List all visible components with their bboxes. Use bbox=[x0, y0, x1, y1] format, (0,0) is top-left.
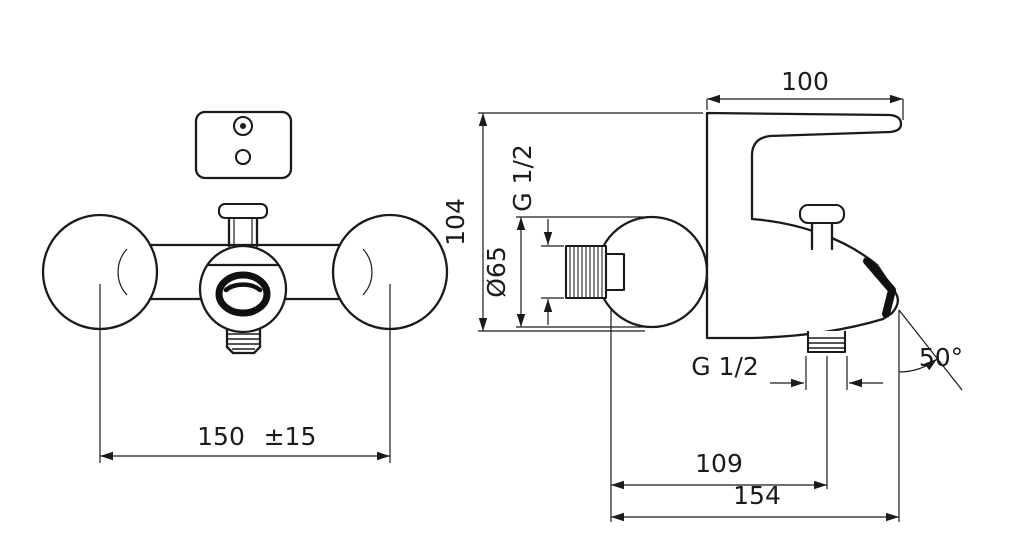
handle-plate-dot bbox=[234, 148, 252, 166]
inlet-step bbox=[604, 252, 626, 292]
dimension-spout-projection: 109 bbox=[610, 308, 828, 522]
diverter-knob-front bbox=[217, 202, 269, 248]
threaded-tail bbox=[225, 327, 262, 355]
dim-100-label: 100 bbox=[781, 67, 829, 96]
dimension-total-projection: 154 bbox=[611, 481, 899, 522]
angle-line bbox=[898, 309, 963, 391]
mixer-body-side bbox=[705, 111, 903, 340]
dimension-inlet-thread: G 1/2 bbox=[508, 144, 564, 325]
dim-inlet-thread-label: G 1/2 bbox=[508, 144, 537, 212]
side-view: 100 104 Ø65 G 1/2 bbox=[441, 67, 963, 522]
spout-opening-shadow bbox=[223, 282, 263, 293]
shower-outlet bbox=[806, 331, 847, 354]
dimension-lever: 100 bbox=[706, 67, 904, 120]
angle-arc bbox=[898, 358, 938, 373]
inlet-connector bbox=[564, 244, 626, 300]
dim-109-label: 109 bbox=[695, 449, 743, 478]
dim-angle-label: 50° bbox=[919, 343, 963, 372]
diverter-knob-side bbox=[798, 203, 846, 251]
dimension-outlet-thread: G 1/2 bbox=[691, 352, 883, 390]
dim-flange-diameter-label: Ø65 bbox=[482, 246, 511, 298]
front-view: 150 ±15 bbox=[41, 110, 449, 463]
handle-plate-screw-center bbox=[240, 123, 246, 129]
flange-left-inner-arc bbox=[117, 248, 128, 296]
dim-104-label: 104 bbox=[441, 198, 470, 246]
dim-tolerance-label: ±15 bbox=[264, 422, 317, 451]
handle-plate bbox=[194, 110, 293, 180]
flange-right-inner-arc bbox=[362, 248, 373, 296]
knurl-lines bbox=[569, 246, 603, 298]
dim-150-label: 150 bbox=[197, 422, 245, 451]
dimension-height: 104 bbox=[441, 112, 703, 332]
dim-154-label: 154 bbox=[733, 481, 781, 510]
spout-opening bbox=[215, 271, 271, 317]
dimension-flange-diameter: Ø65 bbox=[482, 216, 650, 328]
dim-outlet-thread-label: G 1/2 bbox=[691, 352, 759, 381]
dimension-spout-angle: 50° bbox=[898, 309, 963, 522]
dimension-width: 150 ±15 bbox=[99, 284, 391, 463]
spout-tip-opening bbox=[863, 257, 896, 318]
